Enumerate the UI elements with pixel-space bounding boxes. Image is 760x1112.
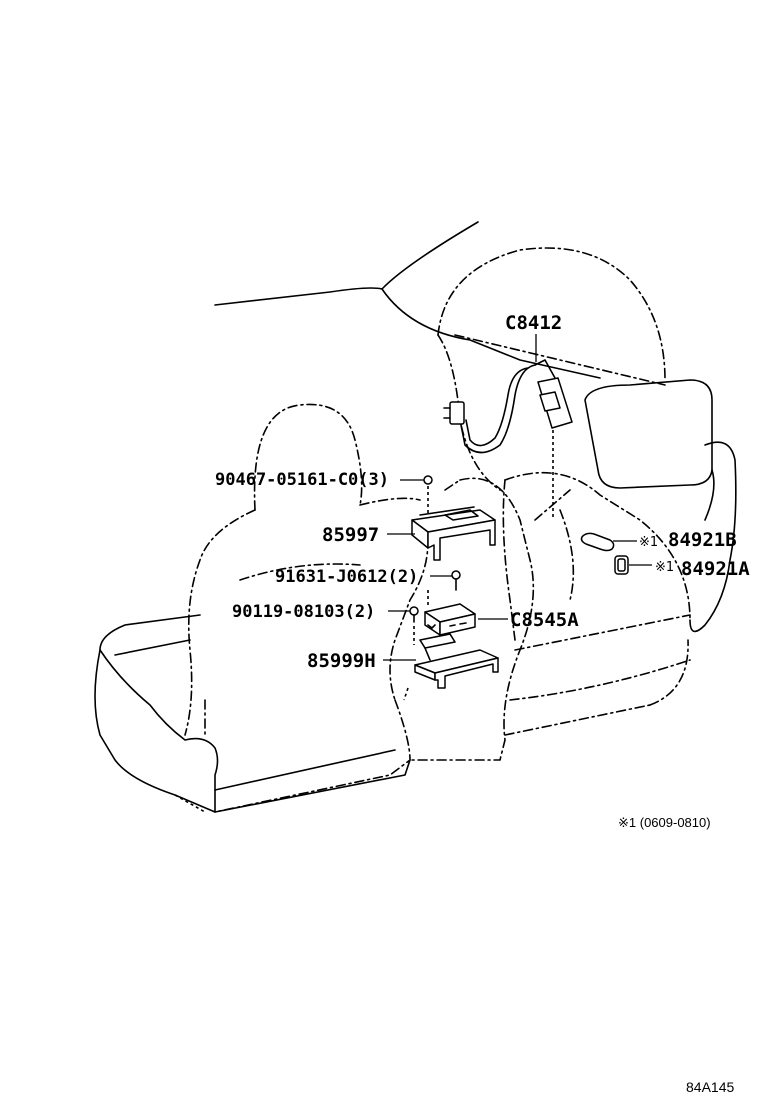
vehicle-outline: [214, 221, 601, 379]
label-c8412: C8412: [505, 312, 562, 334]
screw-91631: [451, 570, 461, 591]
label-bolt-90467: 90467-05161-C0(3): [215, 470, 389, 490]
label-bracket-85997: 85997: [322, 524, 379, 546]
bolt-90467: [423, 475, 433, 515]
diagram-code: 84A145: [686, 1079, 734, 1095]
bracket-85999h: [403, 633, 499, 701]
bracket-85997: [411, 506, 496, 561]
switch-84921a: [614, 555, 629, 575]
switch-84921b: [580, 532, 615, 552]
right-seat-outline: [437, 247, 691, 736]
label-screw-90119: 90119-08103(2): [232, 602, 375, 622]
leader-lines: [383, 334, 652, 661]
left-seat-cushion: [94, 614, 411, 813]
label-switch-84921b: 84921B: [668, 529, 737, 551]
note-mark-84921b: ※1: [639, 535, 658, 550]
note-mark-84921a: ※1: [655, 560, 674, 575]
ecu-c8545a: [424, 603, 476, 636]
label-screw-91631: 91631-J0612(2): [275, 567, 418, 587]
c8412-harness: [443, 359, 573, 520]
headrest: [584, 379, 737, 633]
footnote: ※1 (0609-0810): [618, 815, 711, 830]
label-bracket-85999h: 85999H: [307, 650, 376, 672]
label-ecu-c8545a: C8545A: [510, 609, 579, 631]
label-switch-84921a: 84921A: [681, 558, 750, 580]
